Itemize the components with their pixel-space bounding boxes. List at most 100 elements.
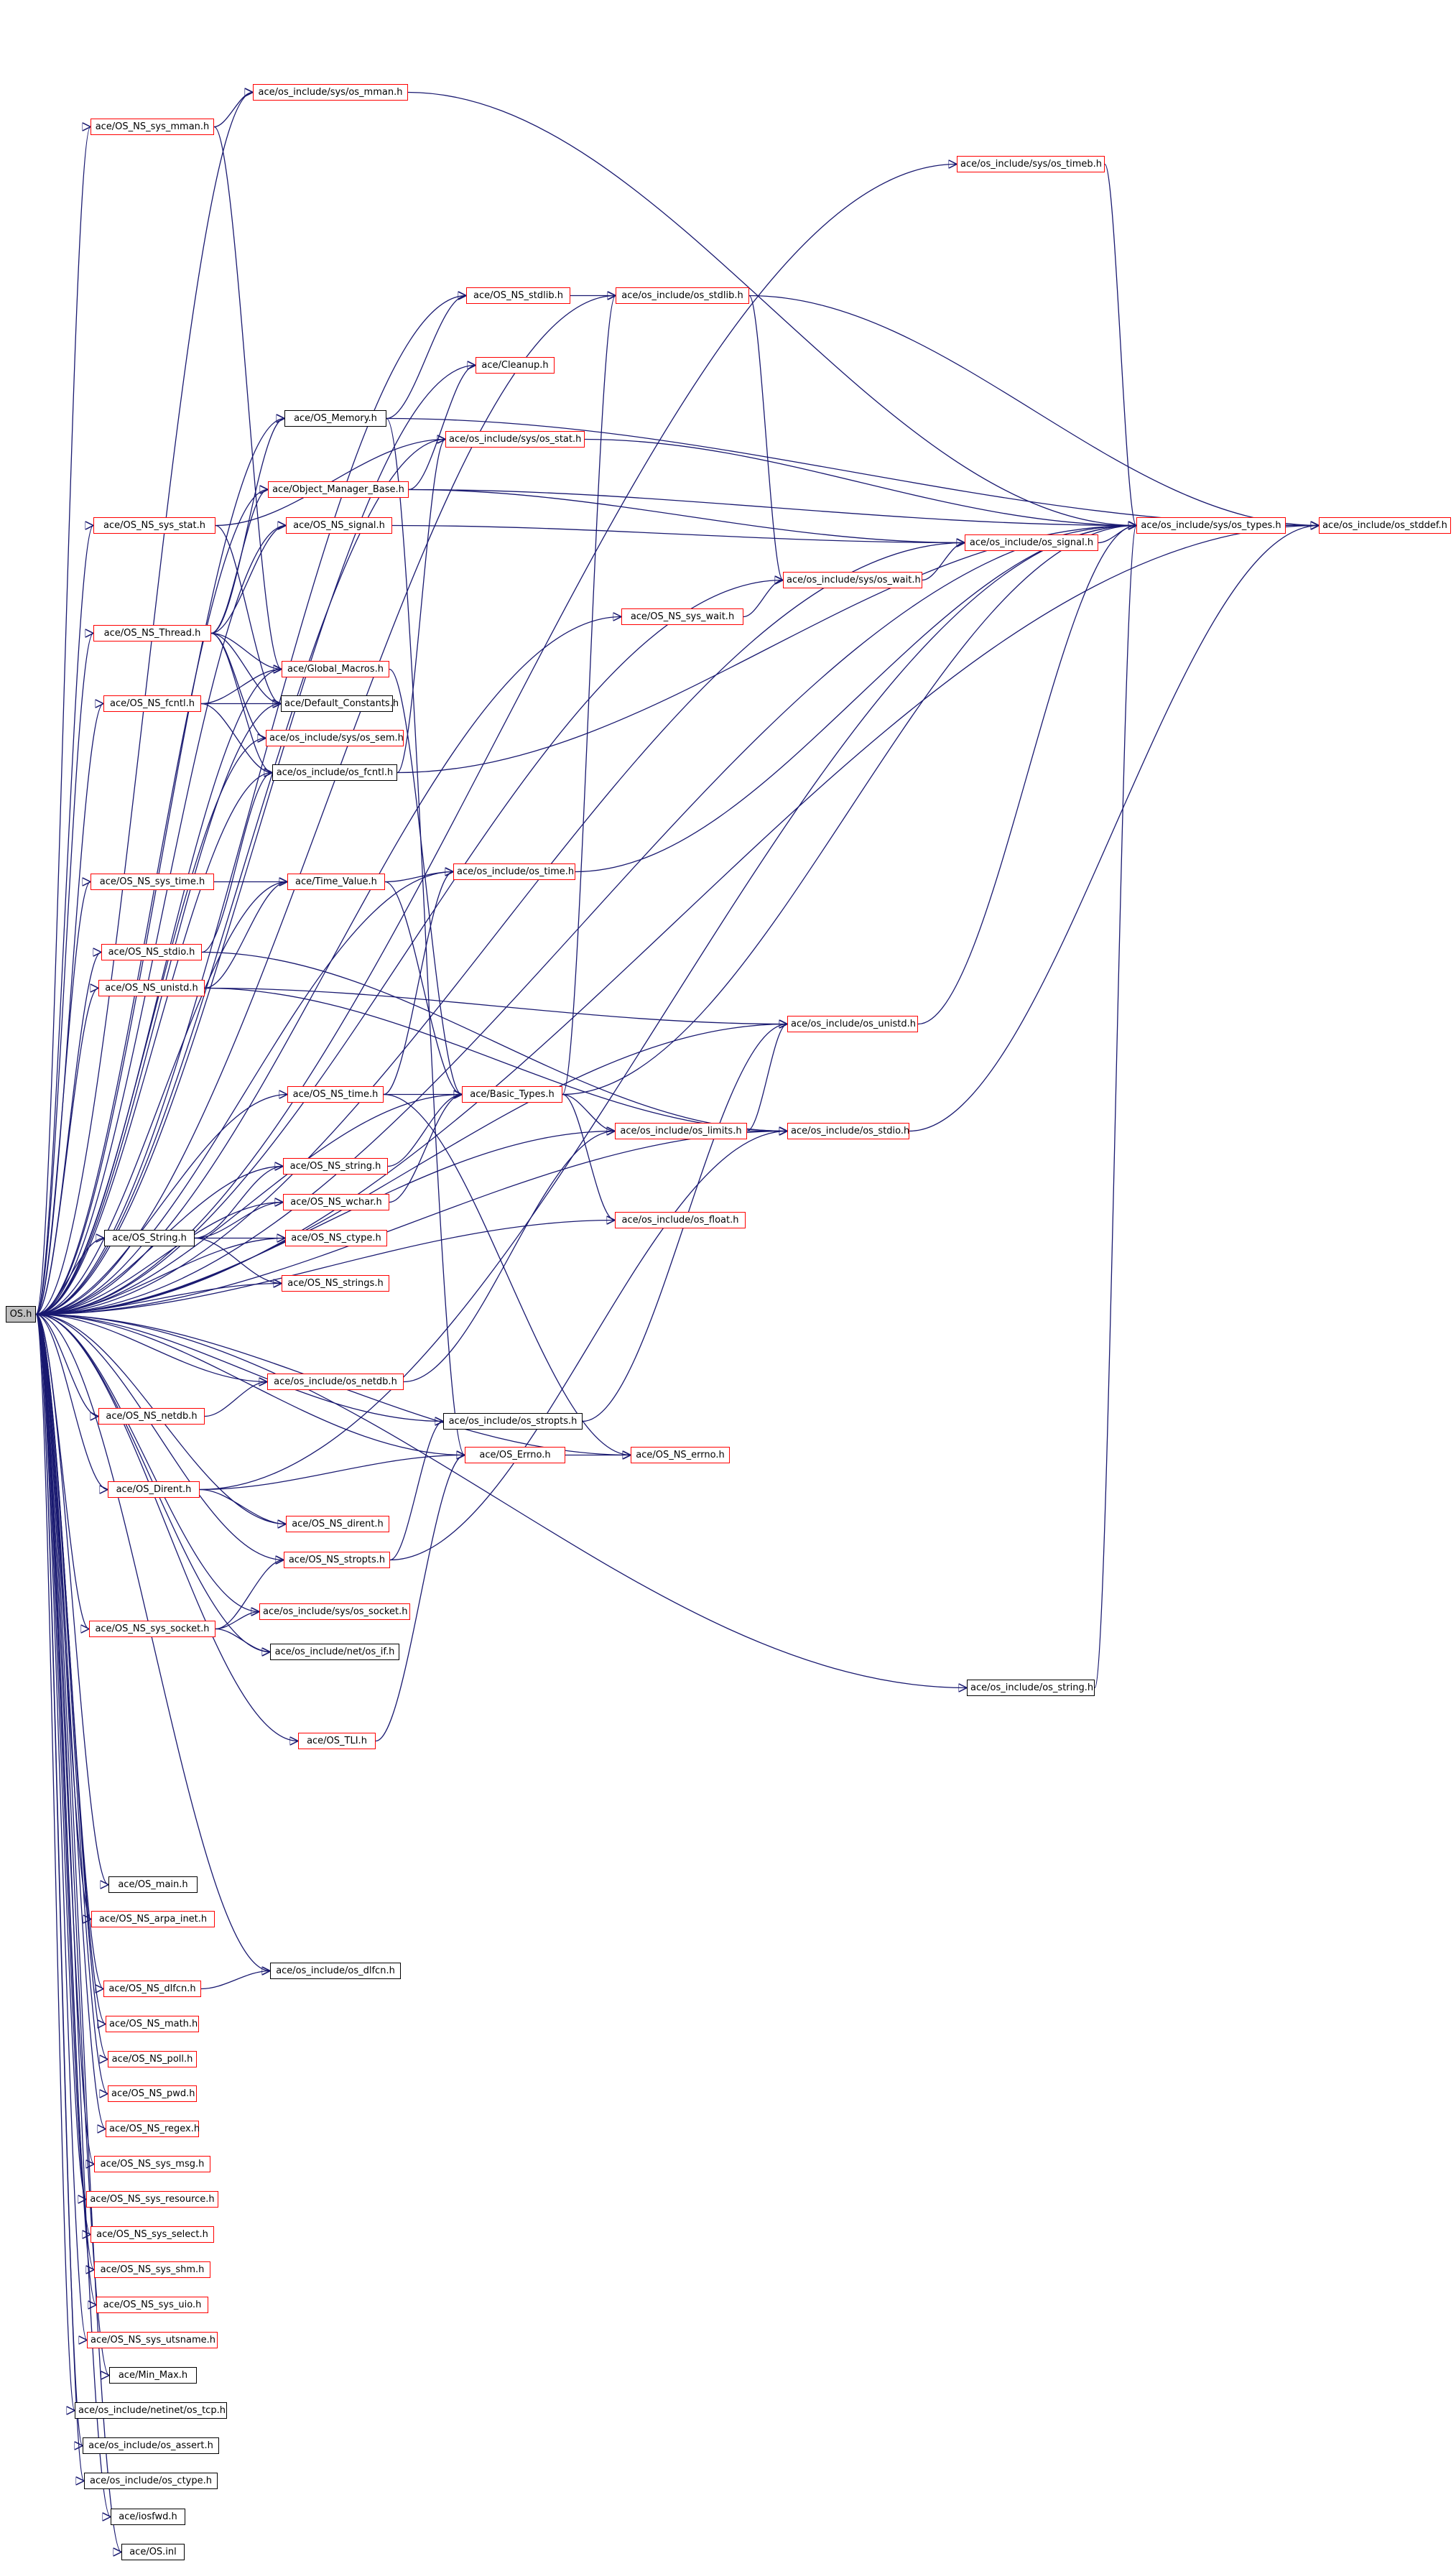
node-ace-default-constants-h[interactable]: ace/Default_Constants.h [281,695,399,712]
node-ace-os-ns-signal-h[interactable]: ace/OS_NS_signal.h [286,517,392,534]
edge-OS.h-to-os_limits [35,1131,615,1315]
edge-NS_unistd-to-os_stdio [204,987,787,1131]
node-ace-os-ns-sys-mman-h[interactable]: ace/OS_NS_sys_mman.h [91,119,214,135]
node-ace-os-include-os-dlfcn-h[interactable]: ace/os_include/os_dlfcn.h [270,1963,401,1979]
node-ace-os-include-netinet-os-tcp-h[interactable]: ace/os_include/netinet/os_tcp.h [75,2402,227,2419]
edge-OS.h-to-OMB [35,490,268,1315]
node-ace-os-ns-sys-msg-h[interactable]: ace/OS_NS_sys_msg.h [94,2156,210,2172]
node-ace-os-include-os-float-h[interactable]: ace/os_include/os_float.h [615,1212,746,1228]
node-ace-os-ns-unistd-h[interactable]: ace/OS_NS_unistd.h [98,980,205,996]
node-ace-os-ns-arpa-inet-h[interactable]: ace/OS_NS_arpa_inet.h [91,1911,215,1927]
node-ace-os-ns-sys-wait-h[interactable]: ace/OS_NS_sys_wait.h [621,608,743,625]
node-ace-os-ns-stdlib-h[interactable]: ace/OS_NS_stdlib.h [466,287,570,304]
node-ace-os-include-sys-os-types-h[interactable]: ace/os_include/sys/os_types.h [1136,517,1286,534]
edge-OS.h-to-NS_sys_utsname [35,1313,88,2340]
node-ace-os-ns-time-h[interactable]: ace/OS_NS_time.h [287,1086,384,1103]
edge-OS_Dirent-to-OS_Errno [199,1455,465,1491]
edge-NS_sys_wait-to-sys_wait [743,580,784,618]
node-ace-os-include-os-assert-h[interactable]: ace/os_include/os_assert.h [83,2437,219,2454]
edge-Basic_Types-to-sys_types [562,526,1136,1096]
node-ace-os-include-sys-os-socket-h[interactable]: ace/os_include/sys/os_socket.h [259,1603,410,1620]
node-ace-basic-types-h[interactable]: ace/Basic_Types.h [462,1086,562,1103]
node-ace-os-ns-regex-h[interactable]: ace/OS_NS_regex.h [106,2121,200,2137]
node-ace-os-ns-errno-h[interactable]: ace/OS_NS_errno.h [631,1447,730,1463]
node-ace-os-inl[interactable]: ace/OS.inl [121,2544,185,2560]
node-ace-os-include-sys-os-stat-h[interactable]: ace/os_include/sys/os_stat.h [445,431,585,448]
edge-NS_Thread-to-OMB [210,490,269,634]
node-os-h[interactable]: OS.h [6,1306,36,1323]
edge-OS.h-to-os_dlfcn [35,1313,270,1971]
node-ace-os-ns-strings-h[interactable]: ace/OS_NS_strings.h [282,1275,389,1292]
node-ace-os-ns-sys-resource-h[interactable]: ace/OS_NS_sys_resource.h [86,2191,218,2208]
node-ace-os-ns-wchar-h[interactable]: ace/OS_NS_wchar.h [283,1194,389,1210]
node-ace-os-ns-sys-stat-h[interactable]: ace/OS_NS_sys_stat.h [93,517,215,534]
node-ace-os-ns-netdb-h[interactable]: ace/OS_NS_netdb.h [98,1408,205,1425]
edge-OS.h-to-NS_Thread [35,634,94,1315]
node-ace-os-ns-stropts-h[interactable]: ace/OS_NS_stropts.h [284,1552,390,1568]
node-ace-global-macros-h[interactable]: ace/Global_Macros.h [282,661,389,677]
node-ace-os-ns-ctype-h[interactable]: ace/OS_NS_ctype.h [285,1230,387,1246]
edge-os_netdb-to-os_limits [403,1131,615,1383]
edge-OS.h-to-NS_sys_time [35,882,91,1315]
node-ace-os-ns-sys-socket-h[interactable]: ace/OS_NS_sys_socket.h [89,1621,215,1637]
node-ace-os-ns-sys-uio-h[interactable]: ace/OS_NS_sys_uio.h [96,2297,208,2313]
node-ace-os-include-sys-os-timeb-h[interactable]: ace/os_include/sys/os_timeb.h [957,156,1105,172]
edge-NS_string-to-Basic_Types [387,1095,462,1167]
node-ace-os-main-h[interactable]: ace/OS_main.h [108,1876,198,1893]
node-ace-os-ns-sys-time-h[interactable]: ace/OS_NS_sys_time.h [91,874,214,890]
edge-NS_sys_socket-to-sys_socket [215,1612,260,1630]
edge-OS_Memory-to-OS_Errno [386,417,465,1455]
node-ace-os-errno-h[interactable]: ace/OS_Errno.h [465,1447,565,1463]
node-ace-os-ns-dlfcn-h[interactable]: ace/OS_NS_dlfcn.h [103,1981,201,1997]
node-ace-os-tli-h[interactable]: ace/OS_TLI.h [298,1733,376,1749]
node-ace-os-include-net-os-if-h[interactable]: ace/os_include/net/os_if.h [270,1644,399,1660]
edge-Basic_Types-to-os_float [562,1093,616,1221]
node-ace-os-include-os-ctype-h[interactable]: ace/os_include/os_ctype.h [84,2473,218,2489]
node-ace-min-max-h[interactable]: ace/Min_Max.h [109,2367,197,2384]
node-ace-os-ns-sys-shm-h[interactable]: ace/OS_NS_sys_shm.h [94,2261,210,2278]
edge-NS_Thread-to-Default_Constants [210,632,282,704]
edge-NS_stropts-to-os_stropts [389,1422,444,1561]
edge-OS.h-to-OS_Memory [35,419,284,1315]
edge-OS.h-to-NS_stdlib [35,296,466,1315]
node-ace-os-include-os-stropts-h[interactable]: ace/os_include/os_stropts.h [443,1413,583,1430]
edge-OS.h-to-NS_stropts [35,1313,284,1560]
edge-OMB-to-sys_types [408,488,1136,526]
node-ace-time-value-h[interactable]: ace/Time_Value.h [287,874,385,890]
edge-OS_String-to-NS_string [194,1167,283,1239]
node-ace-os-include-os-stdio-h[interactable]: ace/os_include/os_stdio.h [787,1123,909,1139]
node-ace-os-ns-string-h[interactable]: ace/OS_NS_string.h [283,1158,388,1175]
node-ace-os-include-os-stddef-h[interactable]: ace/os_include/os_stddef.h [1319,517,1451,534]
node-ace-os-dirent-h[interactable]: ace/OS_Dirent.h [108,1481,200,1498]
node-ace-os-include-sys-os-mman-h[interactable]: ace/os_include/sys/os_mman.h [253,84,408,101]
node-ace-os-ns-thread-h[interactable]: ace/OS_NS_Thread.h [93,625,211,642]
node-ace-os-ns-stdio-h[interactable]: ace/OS_NS_stdio.h [101,944,202,960]
node-ace-os-ns-dirent-h[interactable]: ace/OS_NS_dirent.h [286,1516,389,1532]
node-ace-os-include-os-limits-h[interactable]: ace/os_include/os_limits.h [615,1123,747,1139]
edge-NS_stdio-to-os_fcntl [201,773,273,953]
node-ace-os-ns-poll-h[interactable]: ace/OS_NS_poll.h [108,2051,197,2067]
node-ace-os-include-os-netdb-h[interactable]: ace/os_include/os_netdb.h [267,1374,404,1390]
node-ace-os-include-os-string-h[interactable]: ace/os_include/os_string.h [967,1680,1095,1696]
node-ace-os-string-h[interactable]: ace/OS_String.h [104,1230,195,1246]
node-ace-os-memory-h[interactable]: ace/OS_Memory.h [284,410,386,427]
node-ace-os-ns-sys-select-h[interactable]: ace/OS_NS_sys_select.h [91,2226,214,2243]
node-ace-os-include-os-unistd-h[interactable]: ace/os_include/os_unistd.h [787,1016,918,1032]
node-ace-os-include-os-signal-h[interactable]: ace/os_include/os_signal.h [965,534,1098,551]
node-ace-os-ns-fcntl-h[interactable]: ace/OS_NS_fcntl.h [103,695,201,712]
edge-OS.h-to-NS_strings [35,1284,282,1315]
node-ace-os-include-os-fcntl-h[interactable]: ace/os_include/os_fcntl.h [272,764,397,781]
node-ace-cleanup-h[interactable]: ace/Cleanup.h [476,357,555,374]
node-ace-os-include-sys-os-sem-h[interactable]: ace/os_include/sys/os_sem.h [266,730,404,746]
edge-OS.h-to-NS_signal [35,526,286,1315]
edge-OS.h-to-NS_unistd [35,988,99,1315]
node-ace-os-include-os-time-h[interactable]: ace/os_include/os_time.h [453,863,575,880]
node-ace-os-ns-pwd-h[interactable]: ace/OS_NS_pwd.h [108,2085,197,2102]
node-ace-os-include-os-stdlib-h[interactable]: ace/os_include/os_stdlib.h [616,287,749,304]
edge-OS.h-to-os_unistd [35,1024,787,1315]
node-ace-iosfwd-h[interactable]: ace/iosfwd.h [111,2509,185,2525]
node-ace-os-include-sys-os-wait-h[interactable]: ace/os_include/sys/os_wait.h [783,572,922,588]
node-ace-object-manager-base-h[interactable]: ace/Object_Manager_Base.h [268,481,409,498]
node-ace-os-ns-sys-utsname-h[interactable]: ace/OS_NS_sys_utsname.h [87,2332,218,2348]
node-ace-os-ns-math-h[interactable]: ace/OS_NS_math.h [106,2016,199,2032]
